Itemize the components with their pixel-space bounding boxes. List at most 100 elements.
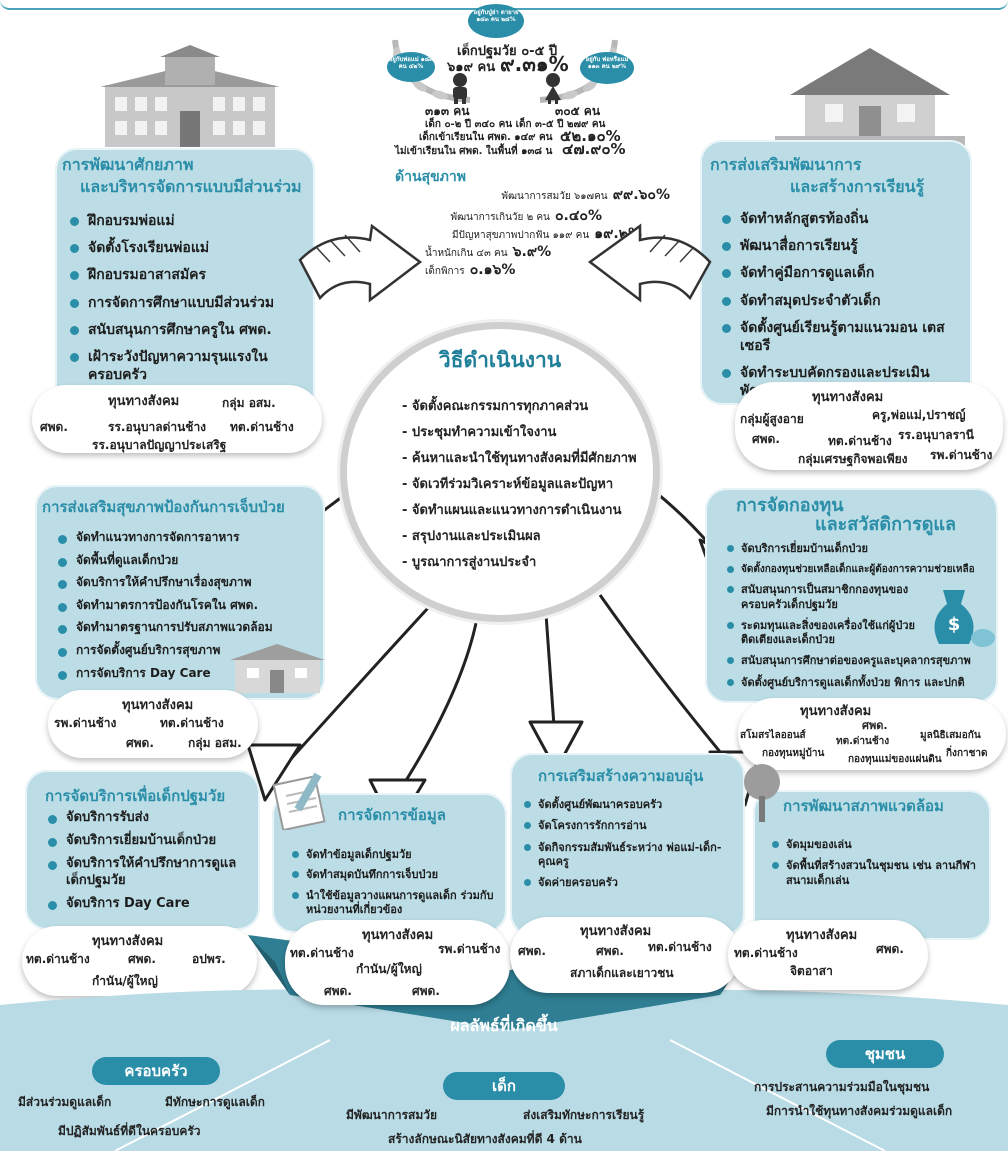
- capital-item: ทต.ด่านช้าง: [230, 420, 294, 434]
- list-item: จัดทำคู่มือการดูแลเด็ก: [722, 264, 964, 282]
- capital-item: ศพด.: [752, 432, 780, 446]
- outcome-community-label: ชุมชน: [826, 1040, 944, 1068]
- panel-learning-list: จัดทำหลักสูตรท้องถิ่น พัฒนาสื่อการเรียนร…: [722, 210, 964, 410]
- list-item: จัดบริการเยี่ยมบ้านเด็กป่วย: [48, 833, 258, 850]
- social-capital-cloud-7: [510, 917, 740, 993]
- center-method-list: - จัดตั้งคณะกรรมการทุกภาคส่วน - ประชุมทำ…: [402, 394, 652, 576]
- capital-item: ศพด.: [876, 942, 904, 956]
- capital-item: กลุ่ม อสม.: [222, 396, 276, 410]
- social-capital-heading: ทุนทางสังคม: [362, 928, 434, 943]
- girl-icon: [545, 73, 561, 104]
- outcome-child-label: เด็ก: [443, 1072, 565, 1100]
- capital-item: ศพด.: [596, 944, 624, 958]
- panel-data-title: การจัดการข้อมูล: [338, 806, 446, 824]
- method-item: - จัดตั้งคณะกรรมการทุกภาคส่วน: [402, 399, 589, 414]
- social-capital-cloud-5: [22, 926, 257, 996]
- capital-item: ศพด.: [518, 944, 546, 958]
- list-item: จัดพื้นที่ดูแลเด็กป่วย: [58, 553, 320, 569]
- panel-capacity-development: [55, 148, 315, 413]
- list-item: จัดพื้นที่สร้างสวนในชุมชน เช่น ลานกีฬา ส…: [772, 859, 984, 888]
- list-item: จัดมุมของเล่น: [772, 838, 984, 852]
- social-capital-heading: ทุนทางสังคม: [812, 390, 884, 405]
- capital-item: รพ.ด่านช้าง: [54, 716, 117, 730]
- list-item: จัดทำสมุดประจำตัวเด็ก: [722, 292, 964, 310]
- list-item: จัดบริการ Day Care: [48, 896, 258, 913]
- panel-environment-list: จัดมุมของเล่น จัดพื้นที่สร้างสวนในชุมชน …: [772, 838, 984, 895]
- list-item: สนับสนุนการศึกษาต่อของครูและบุคลากรสุขภา…: [727, 654, 997, 668]
- list-item: จัดตั้งศูนย์บริการดูแลเด็กทั้งป่วย พิการ…: [727, 676, 997, 690]
- social-capital-heading: ทุนทางสังคม: [800, 704, 872, 719]
- method-item: - ค้นหาและนำใช้ทุนทางสังคมที่มีศักยภาพ: [402, 451, 637, 466]
- social-capital-heading: ทุนทางสังคม: [786, 928, 858, 943]
- children-total: ๖๑๙ คน: [447, 60, 496, 75]
- outcome-family-line: มีส่วนร่วมดูแลเด็ก: [18, 1095, 112, 1109]
- list-item: จัดบริการให้คำปรึกษาการดูแล เด็กปฐมวัย: [48, 856, 258, 890]
- outcome-family-line: มีปฏิสัมพันธ์ที่ดีในครอบครัว: [58, 1124, 201, 1138]
- list-item: จัดตั้งศูนย์พัฒนาครอบครัว: [524, 798, 739, 812]
- list-item: สนับสนุนการเป็นสมาชิกกองทุนของ ครอบครัวเ…: [727, 583, 917, 612]
- capital-item: ทต.ด่านช้าง: [290, 946, 354, 960]
- capital-item: กลุ่มผู้สูงอาย: [740, 412, 804, 426]
- capital-item: ทต.ด่านช้าง: [836, 736, 890, 747]
- capital-item: มูลนิธิเสมอกัน: [920, 730, 981, 741]
- outcome-family-line: มีทักษะการดูแลเด็ก: [165, 1095, 265, 1109]
- boys-count: ๓๑๓ คน: [425, 104, 470, 118]
- panel-warmth-title: การเสริมสร้างความอบอุ่น: [538, 767, 704, 785]
- list-item: จัดทำมาตรฐานการปรับสภาพแวดล้อม: [58, 620, 320, 636]
- social-capital-cloud-4: [738, 698, 1006, 770]
- list-item: จัดค่ายครอบครัว: [524, 876, 739, 890]
- children-title: เด็กปฐมวัย ๐-๕ ปี: [457, 44, 558, 59]
- social-capital-cloud-8: [728, 920, 928, 990]
- method-item: - จัดเวทีร่วมวิเคราะห์ข้อมูลและปัญหา: [402, 477, 614, 492]
- clipboard-icon: [272, 772, 326, 830]
- capital-item: กองทุนแม่ของแผ่นดิน: [848, 754, 942, 765]
- capital-item: ศพด.: [40, 420, 68, 434]
- health-value-3: ๑๙.๒%: [594, 226, 642, 242]
- capital-item: อปพร.: [192, 952, 226, 966]
- health-label-3: มีปัญหาสุขภาพปากฟัน ๑๑๙ คน: [451, 230, 590, 241]
- ring-grandparents-badge: อยู่กับปู่ย่า ตายาย ๑๔๓ คน ๒๘%: [468, 4, 524, 38]
- capital-item: ศพด.: [128, 952, 156, 966]
- list-item: จัดบริการเยี่ยมบ้านเด็กป่วย: [727, 542, 997, 556]
- capital-item: ศพด.: [412, 984, 440, 998]
- health-label-2: พัฒนาการเกินวัย ๒ คน: [450, 212, 550, 223]
- list-item: การจัดบริการ Day Care: [58, 666, 320, 682]
- capital-item: กองทุนหมู่บ้าน: [762, 748, 825, 759]
- capital-item: จิตอาสา: [790, 964, 833, 978]
- panel-capacity-list: ฝึกอบรมพ่อแม่ จัดตั้งโรงเรียนพ่อแม่ ฝึกอ…: [70, 212, 308, 393]
- capital-item: ทต.ด่านช้าง: [648, 940, 712, 954]
- list-item: ฝึกอบรมพ่อแม่: [70, 212, 308, 230]
- age-groups: เด็ก ๐-๒ ปี ๓๔๐ คน เด็ก ๓-๕ ปี ๒๗๙ คน: [425, 119, 606, 130]
- svg-text:$: $: [948, 614, 961, 635]
- social-capital-heading: ทุนทางสังคม: [108, 394, 180, 409]
- list-item: ระดมทุนและสิ่งของเครื่องใช้แก่ผู้ป่วย ติ…: [727, 619, 927, 648]
- capital-item: สโมสรไลออนส์: [740, 730, 806, 741]
- panel-capacity-title-2: และบริหารจัดการแบบมีส่วนร่วม: [80, 177, 302, 196]
- method-item: - บูรณาการสู่งานประจำ: [402, 555, 537, 570]
- ring-single-parent-badge: อยู่กับ พ่อหรือแม่ ๑๑๓ คน ๒๙%: [580, 52, 634, 84]
- capital-item: รพ.ด่านช้าง: [438, 942, 501, 956]
- list-item: สนับสนุนการศึกษาครูใน ศพด.: [70, 321, 308, 339]
- method-item: - ประชุมทำความเข้าใจงาน: [402, 425, 557, 440]
- panel-learning-title-1: การส่งเสริมพัฒนาการ: [710, 155, 862, 174]
- health-value-2: ๐.๔๐%: [554, 208, 602, 224]
- outcome-child-line: สร้างลักษณะนิสัยทางสังคมที่ดี 4 ด้าน: [388, 1132, 582, 1146]
- panel-environment: [753, 790, 991, 940]
- method-item: - สรุปงานและประเมินผล: [402, 529, 541, 544]
- panel-health-title: การส่งเสริมสุขภาพป้องกันการเจ็บป่วย: [42, 498, 285, 516]
- list-item: จัดบริการให้คำปรึกษาเรื่องสุขภาพ: [58, 575, 320, 591]
- health-title: ด้านสุขภาพ: [395, 169, 466, 185]
- capital-item: ทต.ด่านช้าง: [160, 716, 224, 730]
- list-item: พัฒนาสื่อการเรียนรู้: [722, 237, 964, 255]
- capital-item: กลุ่ม อสม.: [188, 736, 242, 750]
- panel-services-title: การจัดบริการเพื่อเด็กปฐมวัย: [45, 787, 226, 805]
- list-item: จัดกิจกรรมสัมพันธ์ระหว่าง พ่อแม่-เด็ก-คุ…: [524, 841, 739, 870]
- capital-item: สภาเด็กและเยาวชน: [570, 966, 674, 980]
- list-item: จัดโครงการรักการอ่าน: [524, 819, 739, 833]
- health-value-5: ๐.๑๖%: [469, 262, 516, 278]
- panel-learning-title-2: และสร้างการเรียนรู้: [790, 177, 925, 196]
- health-label-4: น้ำหนักเกิน ๔๓ คน: [425, 248, 508, 259]
- social-capital-cloud-1: [32, 385, 322, 453]
- panel-environment-title: การพัฒนาสภาพแวดล้อม: [783, 797, 944, 815]
- panel-warmth-list: จัดตั้งศูนย์พัฒนาครอบครัว จัดโครงการรักก…: [524, 798, 739, 897]
